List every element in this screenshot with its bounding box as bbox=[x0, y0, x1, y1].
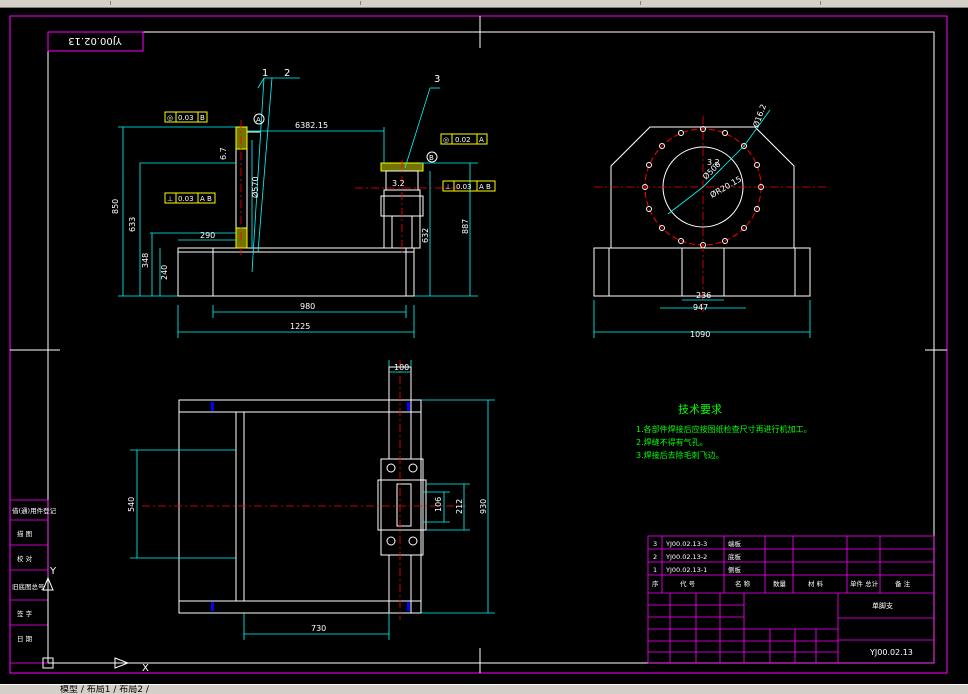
part-3-no: 3 bbox=[653, 540, 657, 548]
centering-marks bbox=[10, 16, 947, 673]
strip-reg: 借(通)用件登记 bbox=[12, 506, 57, 515]
note-line-1: 1.各部件焊接后应按图纸检查尺寸再进行机加工。 bbox=[636, 424, 812, 434]
side-dim-text: 236 947 1090 Ø16.2 3.2 Ø500 ØR20.15 bbox=[690, 103, 768, 339]
top-dimensions bbox=[130, 360, 495, 640]
strip-sign: 签 字 bbox=[17, 609, 33, 618]
strip-check: 校 对 bbox=[17, 554, 33, 563]
dim-348: 348 bbox=[141, 253, 150, 268]
dim-6-7: 6.7 bbox=[219, 147, 228, 160]
dim-106: 106 bbox=[434, 497, 443, 512]
front-dimensions bbox=[118, 77, 478, 338]
drawing-canvas[interactable]: YJ00.02.13 bbox=[0, 8, 968, 684]
datums bbox=[253, 113, 438, 163]
drawing-number: YJ00.02.13 bbox=[869, 648, 913, 657]
dim-730: 730 bbox=[311, 624, 326, 633]
gdt1-val: 0.03 bbox=[178, 114, 194, 122]
technical-notes: 技术要求 1.各部件焊接后应按图纸检查尺寸再进行机加工。 2.焊缝不得有气孔。 … bbox=[636, 403, 812, 460]
gdt1-sym: ◎ bbox=[167, 114, 173, 122]
dim-3-2: 3.2 bbox=[392, 179, 405, 188]
top-dim-text: 100 540 930 212 106 730 bbox=[127, 363, 488, 633]
side-centerlines bbox=[594, 116, 828, 312]
gdt-frames: ◎ 0.03 B ◎ 0.02 A ⊥ 0.03 A B ⊥ 0.03 A B bbox=[164, 111, 496, 204]
dim-6382: 6382.15 bbox=[295, 121, 328, 130]
dim-236: 236 bbox=[696, 291, 711, 300]
top-view[interactable] bbox=[178, 366, 427, 614]
gdt2-ref: A bbox=[479, 136, 484, 144]
hdr-no: 序 bbox=[652, 579, 659, 588]
part-2-code: YJ00.02.13-2 bbox=[665, 553, 707, 561]
dim-570: Ø570 bbox=[250, 176, 260, 198]
toolbar-strip bbox=[0, 0, 968, 8]
notes-title: 技术要求 bbox=[678, 403, 722, 416]
ucs-x: X bbox=[142, 663, 149, 674]
hdr-qty: 数量 bbox=[773, 579, 787, 588]
hdr-mat: 材 料 bbox=[808, 579, 824, 588]
hdr-name: 名 称 bbox=[735, 579, 751, 588]
dim-850: 850 bbox=[111, 199, 120, 214]
outer-border bbox=[9, 15, 948, 674]
note-line-2: 2.焊缝不得有气孔。 bbox=[636, 437, 708, 447]
datum-a: A bbox=[256, 116, 261, 124]
dim-980: 980 bbox=[300, 302, 315, 311]
dim-3-2b: 3.2 bbox=[707, 158, 720, 167]
hdr-code: 代 号 bbox=[680, 579, 696, 588]
datum-b: B bbox=[429, 154, 434, 162]
dim-947: 947 bbox=[693, 303, 708, 312]
layout-tabs-bar[interactable]: 模型 / 布局1 / 布局2 / bbox=[0, 684, 968, 694]
part-3-code: YJ00.02.13-3 bbox=[665, 540, 707, 548]
dim-930: 930 bbox=[479, 499, 488, 514]
gdt3-val: 0.03 bbox=[178, 195, 194, 203]
ucs-icon bbox=[42, 576, 130, 669]
part-2-no: 2 bbox=[653, 553, 657, 561]
gdt3-sym: ⊥ bbox=[167, 195, 173, 203]
front-dim-text: 6382.15 850 633 348 240 290 980 1225 632… bbox=[111, 68, 470, 331]
gdt3-ref: A B bbox=[200, 195, 212, 203]
gdt1-ref: B bbox=[200, 114, 205, 122]
hdr-remark: 备 注 bbox=[895, 579, 911, 588]
hdr-weight: 单件 总计 bbox=[850, 579, 879, 588]
top-marks bbox=[211, 402, 410, 611]
gdt4-sym: ⊥ bbox=[445, 183, 451, 191]
strip-date: 日 期 bbox=[17, 635, 33, 643]
gdt4-ref: A B bbox=[479, 183, 491, 191]
part-1-no: 1 bbox=[653, 566, 657, 574]
top-centerlines bbox=[142, 360, 466, 620]
gdt4-val: 0.03 bbox=[456, 183, 472, 191]
dim-1090: 1090 bbox=[690, 330, 710, 339]
dim-887: 887 bbox=[461, 219, 470, 234]
title-name: 单脚支 bbox=[872, 601, 893, 610]
dim-540: 540 bbox=[127, 497, 136, 512]
title-block bbox=[647, 535, 935, 664]
strip-oldno: 旧底图总号 bbox=[12, 582, 45, 591]
part-1-name: 侧板 bbox=[728, 565, 742, 574]
dim-290: 290 bbox=[200, 231, 215, 240]
side-dimensions bbox=[593, 109, 811, 338]
ucs-y: Y bbox=[49, 566, 57, 577]
layout-tabs-text[interactable]: 模型 / 布局1 / 布局2 / bbox=[60, 685, 149, 694]
side-view[interactable] bbox=[593, 126, 811, 297]
parts-list: 3 YJ00.02.13-3 端板 2 YJ00.02.13-2 底板 1 YJ… bbox=[652, 539, 911, 588]
dim-100: 100 bbox=[394, 363, 409, 372]
gdt2-sym: ◎ bbox=[443, 136, 449, 144]
part-3-name: 端板 bbox=[728, 539, 742, 548]
front-view[interactable] bbox=[177, 126, 424, 297]
dim-633: 633 bbox=[128, 217, 137, 232]
revision-labels: 借(通)用件登记 描 图 校 对 旧底图总号 签 字 日 期 bbox=[12, 506, 57, 643]
dim-240: 240 bbox=[160, 265, 169, 280]
balloon-2: 2 bbox=[284, 68, 290, 79]
balloon-3: 3 bbox=[434, 74, 440, 85]
part-2-name: 底板 bbox=[728, 552, 742, 561]
inner-border bbox=[47, 31, 935, 664]
part-1-code: YJ00.02.13-1 bbox=[665, 566, 707, 574]
dim-212: 212 bbox=[455, 499, 464, 514]
balloon-1: 1 bbox=[262, 68, 268, 79]
gdt2-val: 0.02 bbox=[455, 136, 471, 144]
dim-632: 632 bbox=[421, 228, 430, 243]
stamp-text: YJ00.02.13 bbox=[68, 35, 123, 46]
strip-draw: 描 图 bbox=[17, 529, 32, 538]
dim-1225: 1225 bbox=[290, 322, 310, 331]
note-line-3: 3.焊接后去除毛刺飞边。 bbox=[636, 450, 724, 460]
stamp-box: YJ00.02.13 bbox=[47, 31, 144, 52]
